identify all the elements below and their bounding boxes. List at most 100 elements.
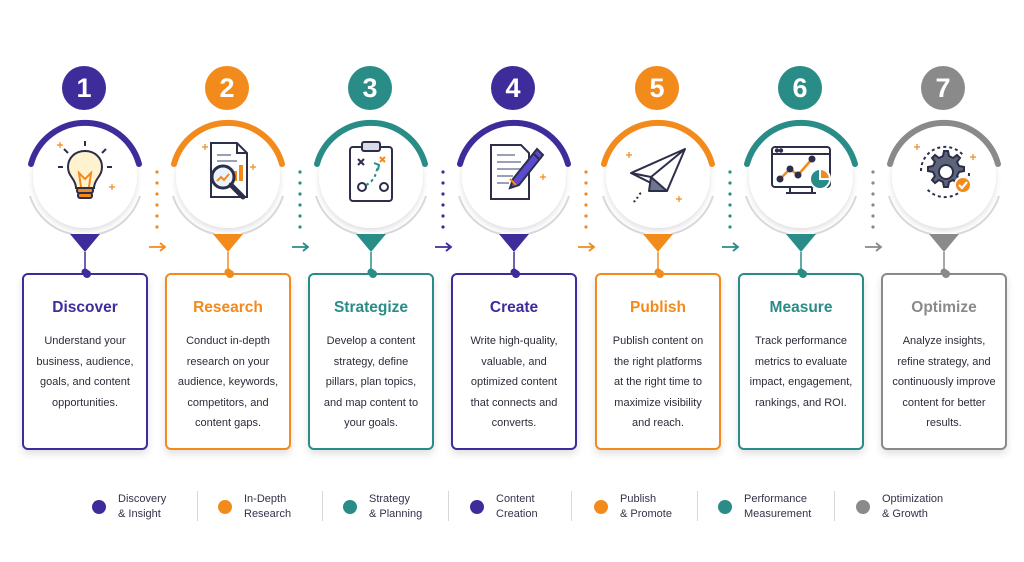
connector-dot	[584, 170, 588, 174]
step-description-line: Write high-quality,	[470, 335, 558, 347]
step-description-line: maximize visibility	[614, 396, 702, 409]
connector-dot	[298, 170, 302, 174]
process-step-3: 3 Strategize	[306, 62, 436, 454]
process-step-5: 5 Publish Publi	[593, 62, 723, 454]
step-description-line: content gaps.	[194, 417, 262, 429]
magnifier-report-icon	[202, 142, 256, 200]
clipboard-strategy-icon	[349, 141, 393, 202]
step-title: Research	[193, 299, 263, 316]
connector-dot	[871, 192, 875, 196]
legend-dot	[594, 500, 608, 514]
step-description-line: Track performance	[755, 335, 847, 347]
connector-dot	[728, 170, 732, 174]
step-number-badge: 5	[635, 66, 679, 110]
legend-dot	[718, 500, 732, 514]
step-description-line: continuously improve	[892, 376, 996, 388]
process-step-1: 1 Discover Understand yo	[20, 62, 150, 454]
card-connector-dot	[83, 270, 91, 278]
card-connector-dot	[942, 270, 950, 278]
connector-dot	[871, 181, 875, 185]
legend: Discovery & Insight In-Depth Research St…	[0, 489, 1024, 525]
legend-item: Optimization & Growth	[856, 489, 943, 525]
connector-dot	[155, 192, 159, 196]
step-icon-wrap	[50, 137, 120, 207]
connector-dot	[728, 181, 732, 185]
step-number-badge: 4	[491, 66, 535, 110]
legend-label: Strategy & Planning	[369, 493, 423, 520]
connector-dot	[584, 181, 588, 185]
step-icon-wrap	[193, 137, 263, 207]
connector-dot	[441, 225, 445, 229]
step-icon-wrap	[623, 137, 693, 207]
connector-dot	[584, 203, 588, 207]
legend-item: Publish & Promote	[594, 489, 672, 525]
connector-dot	[298, 181, 302, 185]
connector-dot	[441, 170, 445, 174]
step-description-line: and reach.	[632, 417, 684, 429]
legend-label: Optimization & Growth	[882, 493, 944, 520]
connector-dot	[441, 181, 445, 185]
step-icon-wrap	[766, 137, 836, 207]
step-title: Measure	[769, 299, 833, 316]
card-connector-dot	[512, 270, 520, 278]
step-icon-wrap	[909, 137, 979, 207]
step-card: Optimize Analyze insights,refine strateg…	[881, 270, 1007, 450]
card-connector-dot	[799, 270, 807, 278]
process-step-6: 6 M	[736, 62, 866, 454]
connector-dot	[298, 192, 302, 196]
legend-separator	[197, 491, 198, 521]
paper-plane-icon	[626, 148, 686, 203]
step-description-line: opportunities.	[51, 396, 119, 409]
step-description-line: optimized content	[470, 376, 558, 388]
legend-label: Publish & Promote	[620, 493, 672, 520]
step-description-line: research on your	[186, 355, 270, 368]
lightbulb-icon	[57, 141, 115, 199]
legend-separator	[834, 491, 835, 521]
connector-dot	[155, 170, 159, 174]
connector-dot	[155, 203, 159, 207]
legend-separator	[697, 491, 698, 521]
connector-dot	[298, 214, 302, 218]
step-description-line: at the right time to	[613, 376, 703, 388]
connector-arrow-icon	[578, 242, 596, 252]
connector-dot	[298, 203, 302, 207]
legend-label: Discovery & Insight	[118, 493, 167, 520]
card-connector-dot	[226, 270, 234, 278]
legend-item: In-Depth Research	[218, 489, 291, 525]
step-description-line: Conduct in-depth	[186, 335, 270, 347]
step-number-badge: 7	[921, 66, 965, 110]
connector-dot	[441, 214, 445, 218]
step-description-line: converts.	[491, 417, 537, 429]
analytics-chart-icon	[771, 146, 832, 194]
legend-dot	[343, 500, 357, 514]
process-step-4: 4 Create Write high-qual	[449, 62, 579, 454]
legend-separator	[322, 491, 323, 521]
step-description-line: your goals.	[344, 417, 398, 429]
legend-label: Performance Measurement	[744, 493, 812, 520]
legend-separator	[448, 491, 449, 521]
legend-label: Content Creation	[496, 493, 538, 520]
legend-item: Discovery & Insight	[92, 489, 166, 525]
step-description: Write high-quality, valuable, and optimize…	[453, 331, 575, 434]
connector-dot	[155, 225, 159, 229]
step-description-line: valuable, and	[481, 355, 547, 368]
legend-label: In-Depth Research	[244, 493, 292, 520]
legend-dot	[218, 500, 232, 514]
legend-item: Strategy & Planning	[343, 489, 422, 525]
step-title: Discover	[52, 299, 118, 316]
step-card: Research Conduct in-depth research on you…	[165, 270, 291, 450]
legend-dot	[856, 500, 870, 514]
process-step-2: 2 Research	[163, 62, 293, 454]
step-title: Optimize	[911, 299, 977, 316]
document-pencil-icon	[490, 144, 546, 200]
connector-dot	[298, 225, 302, 229]
step-number-badge: 1	[62, 66, 106, 110]
